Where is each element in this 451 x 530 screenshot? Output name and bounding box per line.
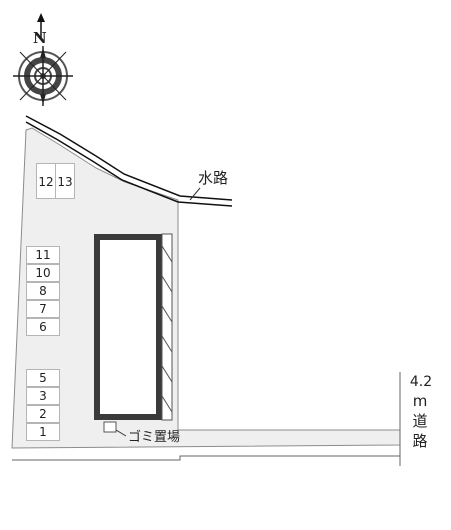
balcony-hatch (161, 245, 173, 413)
waterway-label: 水路 (198, 169, 229, 187)
site-boundary-bottom (12, 455, 400, 461)
parking-slot: 3 (26, 387, 60, 405)
compass-north-label: N (33, 29, 47, 47)
garbage-area (103, 421, 117, 433)
road-char-1: 道 (412, 412, 428, 430)
building-interior (100, 240, 156, 414)
compass-rose-icon (13, 13, 73, 106)
waterway-line-outer (25, 115, 233, 201)
waterway-leader (189, 187, 201, 201)
parking-slot: 7 (26, 300, 60, 318)
parking-slot: 12 (36, 163, 56, 199)
road-unit-label: m (412, 392, 428, 410)
balcony-strip (161, 233, 173, 421)
road-width-label: 4.2 (409, 374, 433, 390)
parking-slot: 11 (26, 246, 60, 264)
garbage-leader (115, 429, 127, 437)
parking-slot: 13 (55, 163, 75, 199)
waterway-line-inner (25, 121, 233, 207)
parking-slot: 6 (26, 318, 60, 336)
parking-slot: 1 (26, 423, 60, 441)
parking-slot: 2 (26, 405, 60, 423)
road-char-2: 路 (412, 432, 428, 450)
parking-slot: 8 (26, 282, 60, 300)
parking-slot: 10 (26, 264, 60, 282)
parking-slot: 5 (26, 369, 60, 387)
garbage-label: ゴミ置場 (128, 430, 181, 445)
